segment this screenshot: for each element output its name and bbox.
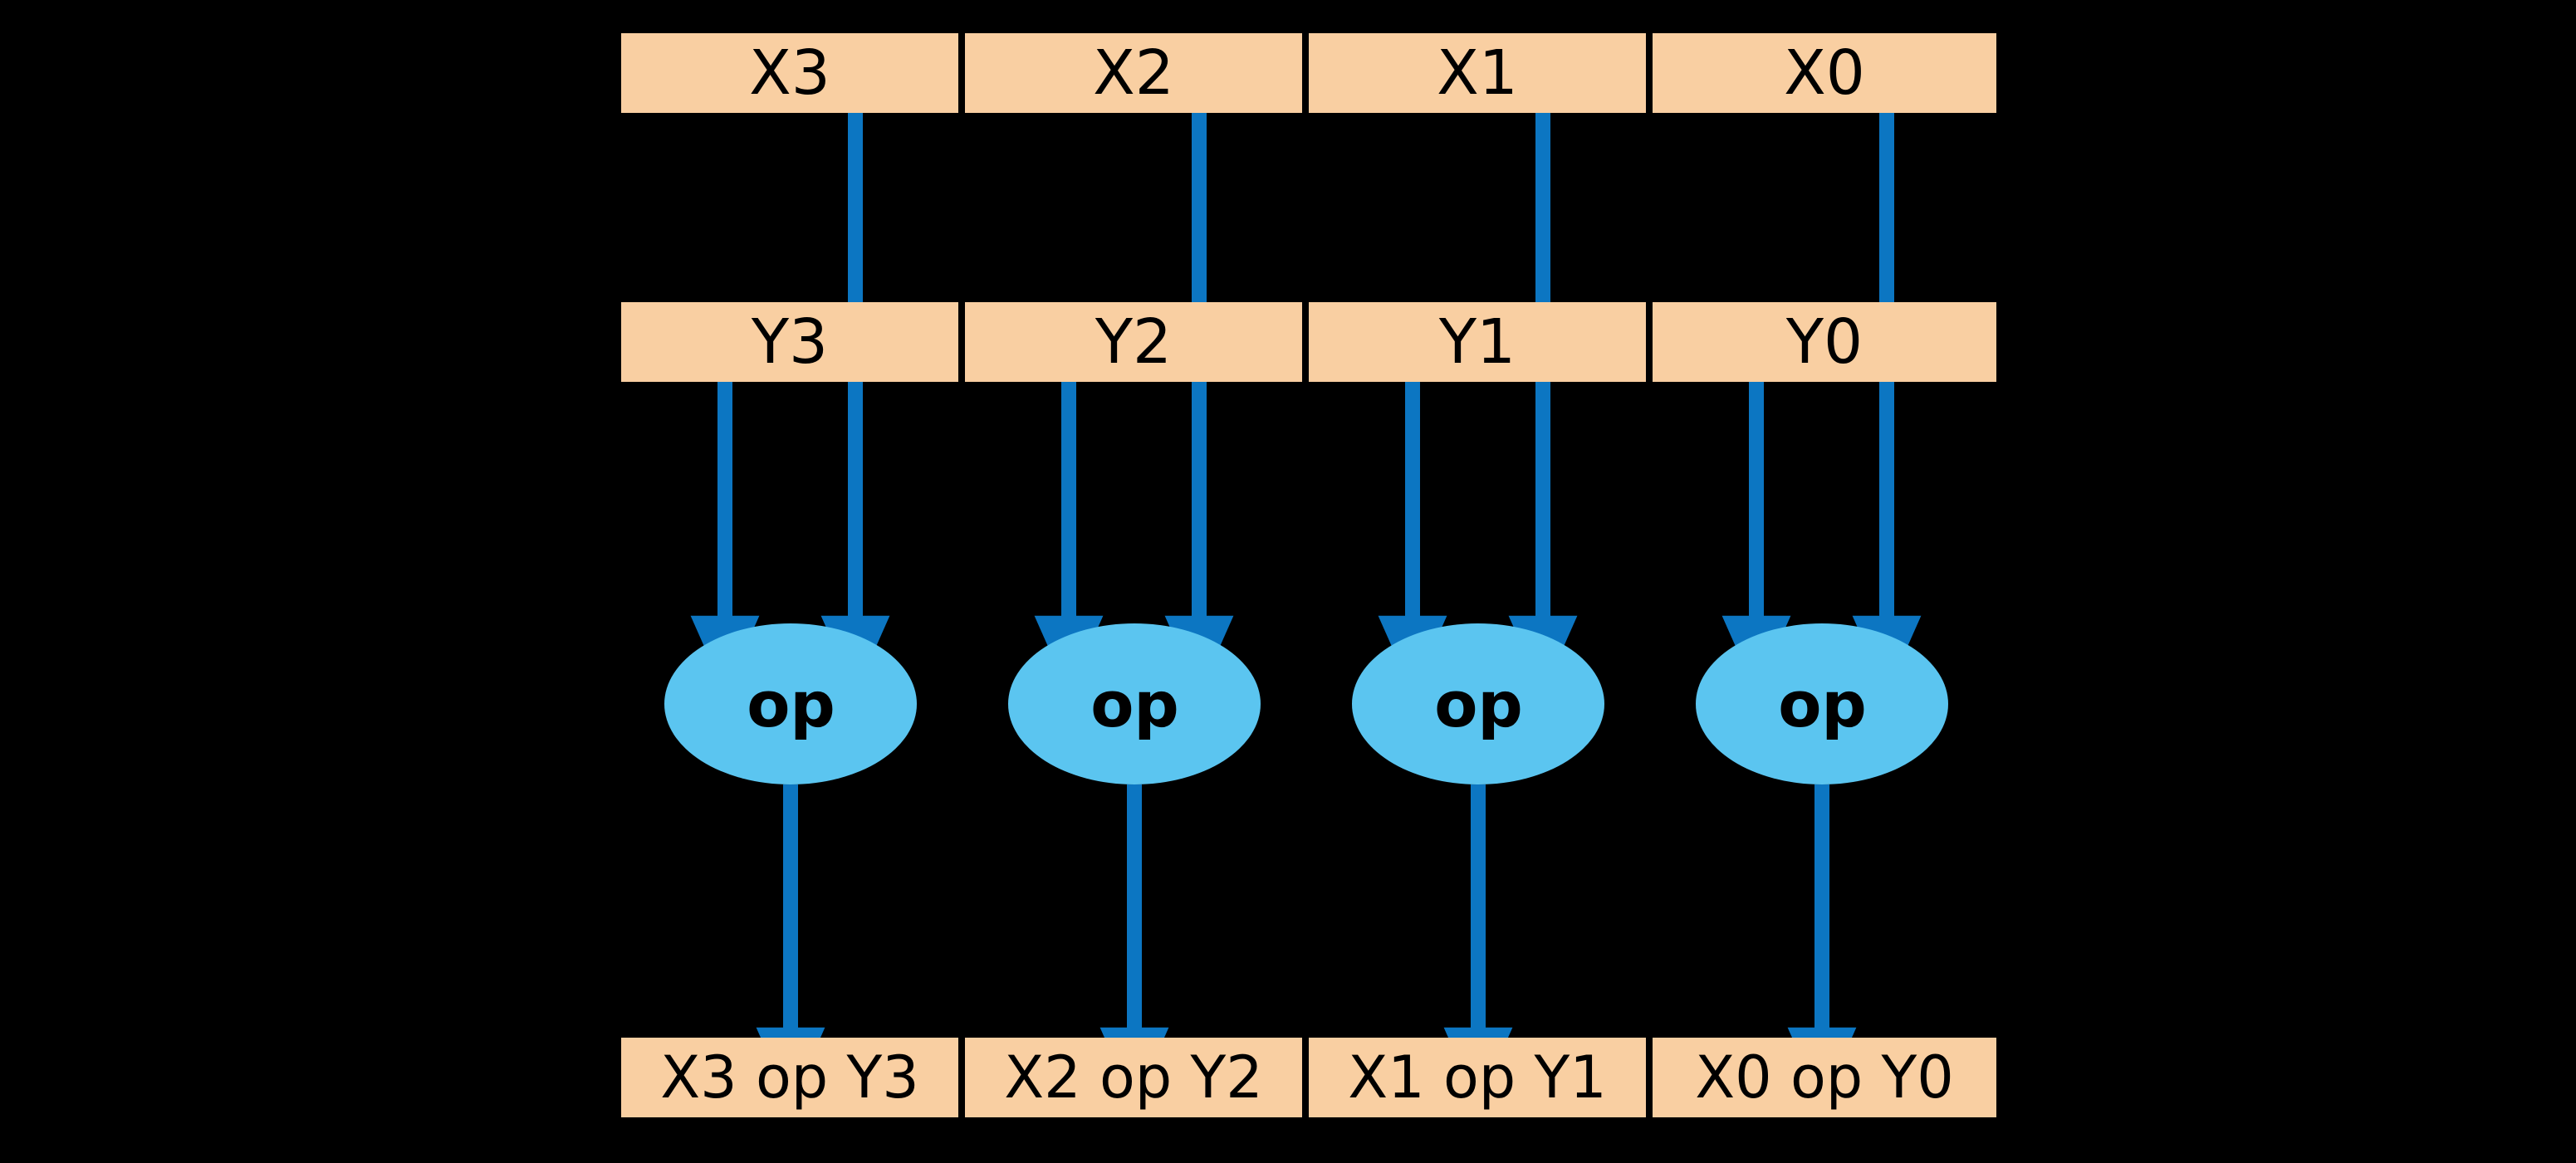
x-register-cell-1[interactable]: X2 (965, 33, 1302, 113)
op-node-2[interactable] (1352, 623, 1604, 784)
y-register-cell-1[interactable]: Y2 (965, 302, 1302, 382)
op-node-1[interactable] (1008, 623, 1261, 784)
op-node-0[interactable] (664, 623, 917, 784)
y-register-cell-0[interactable]: Y3 (621, 302, 958, 382)
x-register-cell-2[interactable]: X1 (1309, 33, 1646, 113)
x-register-cell-0[interactable]: X3 (621, 33, 958, 113)
result-register-cell-3[interactable]: X0 op Y0 (1653, 1038, 1996, 1117)
op-node-3[interactable] (1696, 623, 1948, 784)
result-register-cell-0[interactable]: X3 op Y3 (621, 1038, 958, 1117)
y-register-cell-2[interactable]: Y1 (1309, 302, 1646, 382)
y-register-cell-3[interactable]: Y0 (1653, 302, 1996, 382)
lane-connectors-2 (1352, 113, 1604, 1106)
lane-connectors-1 (1008, 113, 1261, 1106)
result-register-cell-1[interactable]: X2 op Y2 (965, 1038, 1302, 1117)
lane-connectors-0 (664, 113, 917, 1106)
x-register-cell-3[interactable]: X0 (1653, 33, 1996, 113)
lane-connectors-3 (1696, 113, 1948, 1106)
result-register-cell-2[interactable]: X1 op Y1 (1309, 1038, 1646, 1117)
